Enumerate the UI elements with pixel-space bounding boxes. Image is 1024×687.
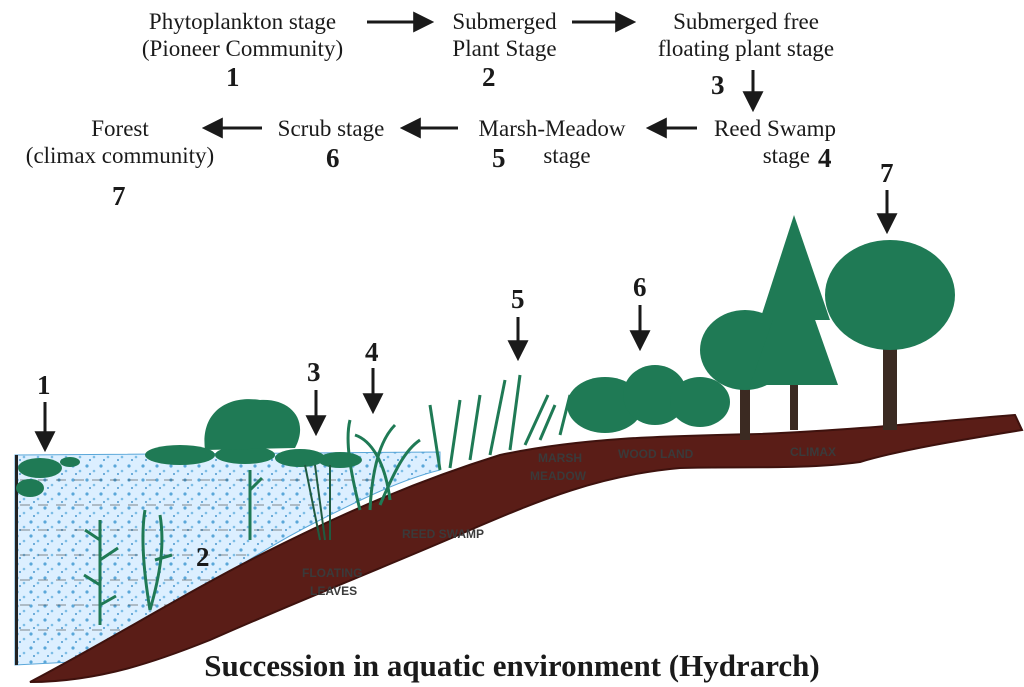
zone-wood-land: WOOD LAND <box>618 447 694 461</box>
zone-climax: CLIMAX <box>790 445 836 459</box>
tree-crown-2 <box>825 240 955 350</box>
floating-leaves <box>145 399 362 468</box>
zone-floating-2: LEAVES <box>310 584 357 598</box>
marker-3: 3 <box>307 357 321 387</box>
marker-2: 2 <box>196 542 210 572</box>
zone-reed-swamp: REED SWAMP <box>402 527 484 541</box>
marker-6: 6 <box>633 272 647 302</box>
marker-1: 1 <box>37 370 51 400</box>
zone-marsh-1: MARSH <box>538 451 582 465</box>
forest <box>700 215 955 440</box>
figure-caption: Succession in aquatic environment (Hydra… <box>0 648 1024 684</box>
marker-4: 4 <box>365 337 379 367</box>
zone-marsh-2: MEADOW <box>530 469 587 483</box>
pine-crown <box>750 215 838 385</box>
marker-5: 5 <box>511 284 525 314</box>
zone-floating-1: FLOATING <box>302 566 362 580</box>
flow-arrows <box>206 22 753 128</box>
marker-7: 7 <box>880 158 894 188</box>
scrub-shrubs <box>567 365 730 433</box>
